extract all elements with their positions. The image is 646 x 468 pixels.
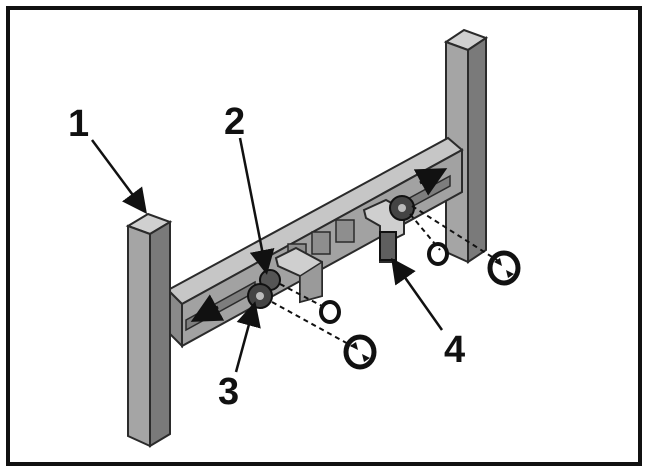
rotate-icon <box>343 334 377 370</box>
knob-icon <box>389 195 415 221</box>
arrow-right-icon <box>413 168 448 196</box>
callout-2: 2 <box>224 101 245 143</box>
washer-icon <box>427 242 449 266</box>
callout-1: 1 <box>68 103 89 145</box>
left-guide-lines <box>271 283 353 347</box>
left-post <box>125 212 173 448</box>
rotate-icon <box>487 250 521 286</box>
left-bracket <box>274 246 323 304</box>
arrow-left-icon <box>190 294 225 322</box>
callout-3: 3 <box>218 371 239 413</box>
crossbar <box>166 136 464 349</box>
callout-4: 4 <box>444 329 465 371</box>
washer-icon <box>319 300 341 324</box>
callout-leaders <box>90 137 444 373</box>
